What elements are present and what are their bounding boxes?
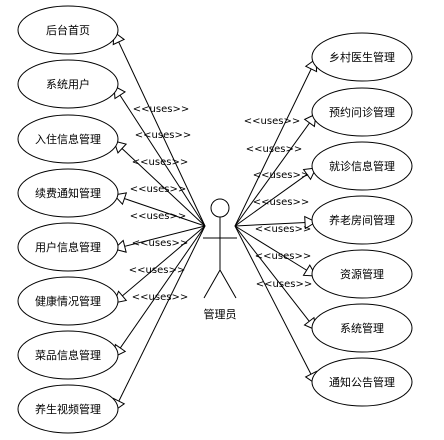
uses-label: <<uses>>: [132, 157, 188, 168]
association-line: [123, 197, 206, 227]
uses-label: <<uses>>: [255, 251, 311, 262]
association-line: [234, 225, 311, 323]
uses-label: <<uses>>: [246, 144, 302, 155]
association-line: [120, 147, 206, 227]
use-case-label: 资源管理: [340, 267, 384, 281]
use-case-ellipse: [17, 222, 119, 272]
uses-label: <<uses>>: [130, 211, 186, 222]
arrow-head: [304, 215, 318, 230]
use-case-left-4: 用户信息管理: [17, 222, 119, 272]
association-line: [121, 225, 206, 297]
use-case-ellipse: [17, 276, 119, 326]
uses-label: <<uses>>: [132, 238, 188, 249]
actor-head: [210, 198, 230, 218]
uses-label: <<uses>>: [255, 224, 311, 235]
use-case-ellipse: [311, 303, 413, 353]
association-line: [123, 225, 206, 248]
use-case-label: 续费通知管理: [35, 186, 101, 200]
use-case-ellipse: [17, 168, 119, 218]
association-line: [234, 221, 307, 227]
use-cases: 后台首页 <<uses>> 系统用户 <<uses>> 入住信息管理 <<uses>> 续费…: [17, 5, 413, 434]
use-case-label: 健康情况管理: [35, 294, 101, 308]
association-line: [234, 67, 313, 227]
use-case-label: 预约问诊管理: [329, 105, 395, 119]
use-case-ellipse: [17, 384, 119, 434]
association-line: [234, 225, 312, 376]
association-line: [234, 121, 311, 227]
use-case-label: 系统用户: [46, 77, 90, 91]
uses-label: <<uses>>: [130, 184, 186, 195]
use-case-label: 就诊信息管理: [329, 159, 395, 173]
uses-label: <<uses>>: [133, 104, 189, 115]
use-case-left-3: 续费通知管理: [17, 168, 119, 218]
use-case-label: 养老房间管理: [329, 213, 395, 227]
uses-label: <<uses>>: [135, 130, 191, 141]
use-case-right-5: 系统管理: [311, 303, 413, 353]
use-case-ellipse: [17, 5, 119, 55]
use-case-right-0: 乡村医生管理: [311, 32, 413, 82]
use-case-right-4: 资源管理: [311, 249, 413, 299]
association-line: [234, 225, 308, 272]
use-case-ellipse: [311, 249, 413, 299]
use-case-label: 入住信息管理: [35, 132, 101, 146]
use-case-label: 乡村医生管理: [329, 50, 395, 64]
use-case-label: 通知公告管理: [329, 375, 395, 389]
use-case-label: 用户信息管理: [35, 240, 101, 254]
use-case-right-2: 就诊信息管理: [311, 141, 413, 191]
association-line: [234, 173, 309, 227]
actor-label: 管理员: [204, 307, 237, 321]
uses-label: <<uses>>: [253, 170, 309, 181]
use-case-left-6: 菜品信息管理: [17, 330, 119, 380]
uses-label: <<uses>>: [253, 197, 309, 208]
use-case-label: 养生视频管理: [35, 402, 101, 416]
actor-left-leg: [203, 269, 221, 299]
use-case-label: 菜品信息管理: [35, 348, 101, 362]
association-line: [119, 225, 206, 350]
use-case-ellipse: [17, 330, 119, 380]
use-case-right-1: 预约问诊管理: [311, 87, 413, 137]
actor-right-leg: [219, 269, 237, 299]
use-case-left-0: 后台首页: [17, 5, 119, 55]
uses-label: <<uses>>: [256, 279, 312, 290]
use-case-right-6: 通知公告管理: [311, 357, 413, 407]
use-case-ellipse: [311, 357, 413, 407]
association-line: [117, 225, 206, 403]
association-line: [117, 40, 206, 227]
use-case-left-2: 入住信息管理: [17, 114, 119, 164]
use-case-left-5: 健康情况管理: [17, 276, 119, 326]
actor-administrator: 管理员: [203, 198, 237, 321]
use-case-ellipse: [17, 59, 119, 109]
use-case-ellipse: [311, 32, 413, 82]
uses-label: <<uses>>: [244, 116, 300, 127]
use-case-ellipse: [311, 141, 413, 191]
use-case-left-1: 系统用户: [17, 59, 119, 109]
use-case-ellipse: [17, 114, 119, 164]
uses-label: <<uses>>: [132, 292, 188, 303]
use-case-left-7: 养生视频管理: [17, 384, 119, 434]
use-case-label: 系统管理: [340, 321, 384, 335]
association-line: [119, 94, 206, 227]
use-case-right-3: 养老房间管理: [311, 195, 413, 245]
use-case-label: 后台首页: [46, 23, 90, 37]
uses-label: <<uses>>: [129, 265, 185, 276]
use-case-ellipse: [311, 87, 413, 137]
use-case-ellipse: [311, 195, 413, 245]
